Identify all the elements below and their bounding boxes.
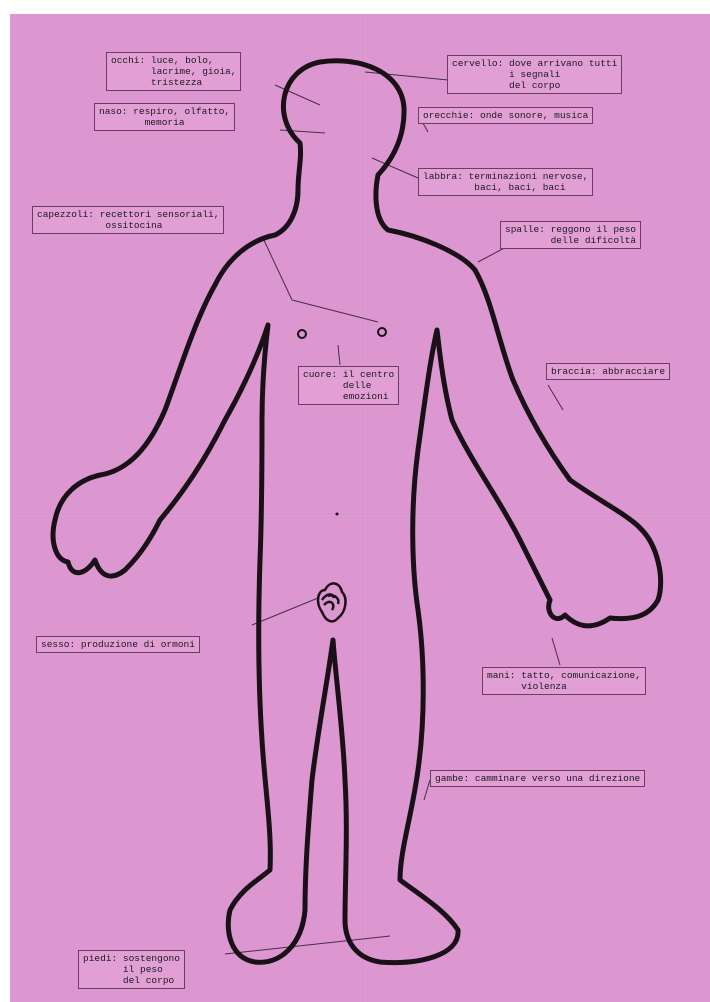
label-occhi: occhi: luce, bolo, lacrime, gioia, trist… (106, 52, 241, 91)
leader-piedi (225, 936, 390, 954)
label-labbra: labbra: terminazioni nervose, baci, baci… (418, 168, 593, 196)
body-outline (53, 61, 661, 963)
leader-capezzoli-2 (292, 300, 378, 322)
nipple-left (298, 330, 306, 338)
leader-capezzoli-1 (262, 236, 292, 300)
label-cuore: cuore: il centro delle emozioni (298, 366, 399, 405)
label-orecchie: orecchie: onde sonore, musica (418, 107, 593, 124)
label-braccia: braccia: abbracciare (546, 363, 670, 380)
label-sesso: sesso: produzione di ormoni (36, 636, 200, 653)
genital-scribble (318, 583, 345, 621)
label-naso: naso: respiro, olfatto, memoria (94, 103, 235, 131)
label-piedi: piedi: sostengono il peso del corpo (78, 950, 185, 989)
leader-mani (552, 638, 560, 665)
navel-dot (336, 513, 339, 516)
leader-cervello (365, 72, 448, 80)
label-cervello: cervello: dove arrivano tutti i segnali … (447, 55, 622, 94)
label-gambe: gambe: camminare verso una direzione (430, 770, 645, 787)
leader-braccia (548, 385, 563, 410)
nipple-marks (298, 328, 386, 338)
genital-scribble-mark (322, 594, 338, 610)
label-mani: mani: tatto, comunicazione, violenza (482, 667, 646, 695)
label-capezzoli: capezzoli: recettori sensoriali, ossitoc… (32, 206, 224, 234)
leader-cuore (338, 345, 340, 365)
label-spalle: spalle: reggono il peso delle dificoltà (500, 221, 641, 249)
nipple-right (378, 328, 386, 336)
leader-lines (225, 72, 563, 954)
leader-sesso (252, 598, 318, 625)
leader-naso (280, 130, 325, 133)
